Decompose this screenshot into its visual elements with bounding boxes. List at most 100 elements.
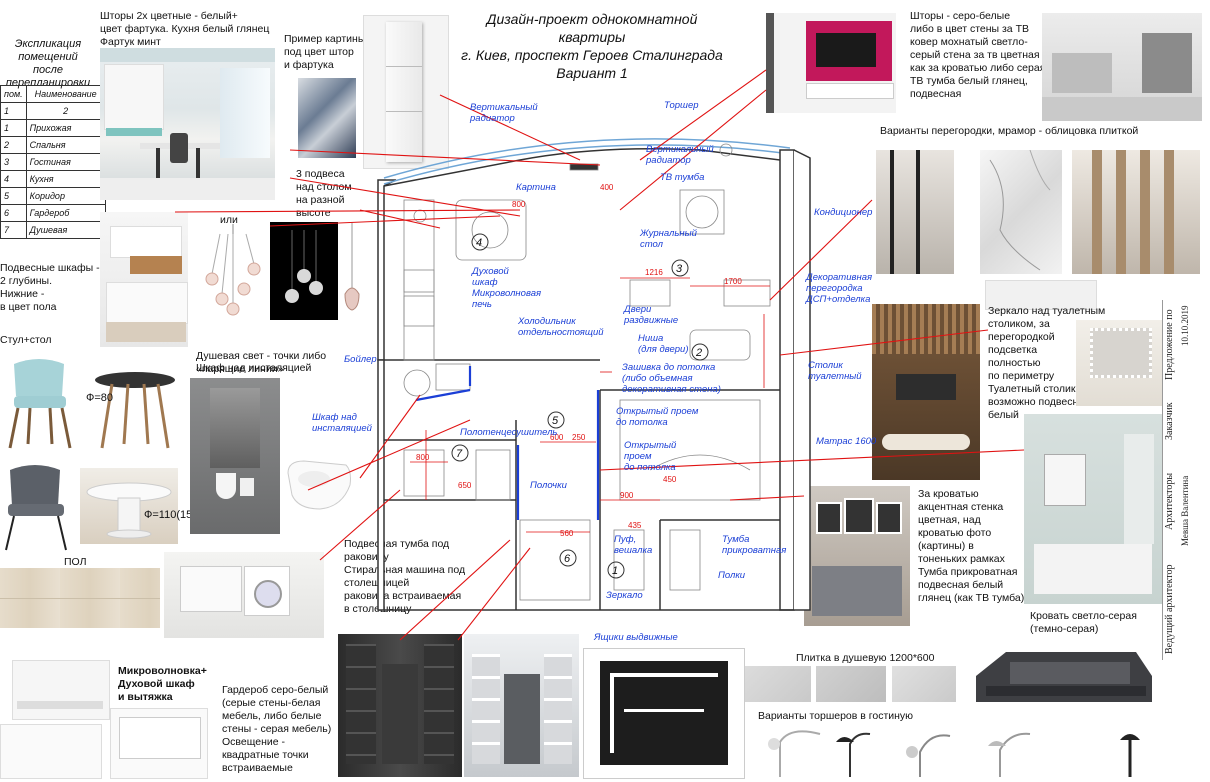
label-pouf-hanger: Пуф, вешалка (614, 534, 653, 556)
note-microwave: Микроволновка+ Духовой шкаф и вытяжка (118, 665, 207, 703)
plan-furniture (403, 143, 771, 601)
tile-sample-1 (745, 666, 811, 702)
note-chair-table: Стул+стол (0, 334, 52, 346)
tile-sample-2 (816, 666, 886, 702)
partition-photo-1 (876, 150, 954, 274)
project-title: Дизайн-проект однокомнатной квартиры г. … (452, 10, 732, 82)
note-or: или (220, 214, 238, 226)
floor-sample-photo (0, 568, 160, 628)
dimension-label: 800 (416, 453, 430, 462)
table-diameter-80: Ф=80 (86, 392, 114, 404)
note-tile: Плитка в душевую 1200*600 (796, 652, 935, 664)
label-vertical-radiator-left: Вертикальный радиатор (470, 102, 538, 124)
pinterest-strip (985, 280, 1097, 310)
tile-sample-3 (892, 666, 956, 702)
label-vertical-radiator-right: Вертикальный радиатор (646, 144, 714, 166)
room-number-5: 5 (552, 415, 559, 427)
dressing-table-photo (872, 304, 980, 480)
dimension-label: 450 (663, 475, 677, 484)
title-line-4: Вариант 1 (556, 65, 628, 81)
title-line-2: квартиры (558, 29, 626, 45)
tv-wall-photo (766, 13, 896, 113)
plan-leader-lines (174, 69, 1025, 641)
room-number-4: 4 (476, 237, 482, 249)
label-shelves-small: Полочки (530, 480, 567, 491)
microwave-photo (0, 724, 102, 779)
kitchen-photo (100, 48, 275, 200)
label-ceiling-wall: Зашивка до потолка (либо объемная декора… (622, 362, 721, 395)
label-boiler: Бойлер (344, 354, 377, 365)
room-number-1: 1 (612, 565, 618, 577)
dimension-label: 600 (550, 433, 564, 442)
dimension-label: 435 (628, 521, 642, 530)
plan-blue-elements (415, 366, 600, 520)
pendant-lamp-1-photo (200, 224, 266, 320)
label-tv-stand: ТВ тумба (660, 172, 705, 183)
room-numbers: 4 3 2 5 7 6 1 (451, 233, 709, 579)
dimension-label: 1700 (724, 277, 742, 286)
sidebar-divider (1162, 300, 1163, 660)
label-torsher: Торшер (664, 100, 699, 111)
table-cell: Душевая (25, 221, 106, 239)
label-installation-cabinet: Шкаф над инсталяцией (312, 412, 372, 434)
partition-photo-3 (1072, 150, 1200, 274)
pendant-lamp-3-photo (342, 222, 362, 318)
bedroom-photos-frames (804, 486, 910, 626)
note-curtains-kitchen: Шторы 2х цветные - белый+ цвет фартука. … (100, 10, 270, 48)
dimension-label: 560 (560, 529, 574, 538)
room-number-3: 3 (676, 263, 683, 275)
living-room-photo (1042, 13, 1202, 121)
label-bedside-table: Тумба прикроватная (722, 534, 787, 556)
dimension-label: 1216 (645, 268, 663, 277)
pendant-lamp-2-photo (270, 222, 338, 320)
plan-dimension-values: 800 400 1216 1700 600 250 800 650 900 45… (416, 183, 742, 538)
label-towel-rail: Полотенцесушитель (460, 427, 558, 438)
tall-cabinet-photo (363, 15, 449, 169)
round-table-small-photo (92, 370, 178, 450)
label-open-doorway-1: Открытый проем до потолка (616, 406, 699, 428)
note-bed: Кровать светло-серая (темно-серая) (1030, 610, 1137, 635)
floor-lamps-photos (760, 722, 1200, 777)
note-shower-light: Душевая свет - точки либо «парящие линии… (196, 350, 327, 375)
bed-photo (966, 636, 1162, 712)
sink-washer-photo (164, 552, 324, 638)
label-niche: Ниша (для двери) (638, 333, 689, 355)
note-curtains-living: Шторы - серо-белые либо в цвет стены за … (910, 10, 1046, 100)
label-coffee-table: Журнальный стол (640, 228, 697, 250)
label-dressing-table: Столик туалетный (808, 360, 862, 382)
ceiling-light-lines-photo (583, 648, 745, 779)
label-fridge: Холодильник отдельностоящий (518, 316, 604, 338)
table-diameter-110: Ф=110(150) (144, 509, 203, 521)
extendable-table-photo (80, 468, 178, 544)
label-shelves: Полки (718, 570, 746, 581)
title-line-3: г. Киев, проспект Героев Сталинграда (461, 47, 723, 63)
title-line-1: Дизайн-проект однокомнатной (486, 11, 698, 27)
explication-heading-2: помещений после (18, 51, 78, 76)
hood-photo (12, 660, 110, 720)
room-number-6: 6 (564, 553, 571, 565)
dimension-label: 650 (458, 481, 472, 490)
note-wardrobe: Гардероб серо-белый (серые стены-белая м… (222, 684, 332, 774)
note-cabinet-installation: Шкаф над инсталяцией (196, 362, 312, 374)
wardrobe-light-photo (464, 634, 579, 777)
label-oven-microwave: Духовой шкаф Микроволновая печь (472, 266, 542, 310)
chair-mint-photo (4, 356, 74, 451)
dimension-label: 900 (620, 491, 634, 500)
note-partitions: Варианты перегородки, мрамор - облицовка… (880, 125, 1139, 137)
note-floor-lamps: Варианты торшеров в гостиную (758, 710, 914, 722)
label-sliding-doors: Двери раздвижные (624, 304, 679, 326)
painting-photo (298, 78, 356, 158)
room-number-7: 7 (456, 448, 463, 460)
label-drawers: Ящики выдвижные (594, 632, 678, 643)
plan-dimension-lines (410, 277, 770, 533)
room-number-2: 2 (695, 347, 702, 359)
label-mattress: Матрас 1600 (816, 436, 877, 447)
mirror-photo (1076, 320, 1162, 406)
dimension-label: 400 (600, 183, 614, 192)
dimension-label: 800 (512, 200, 526, 209)
kitchen-wall-cabinets-photo (100, 212, 188, 347)
chair-grey-photo (0, 462, 70, 552)
